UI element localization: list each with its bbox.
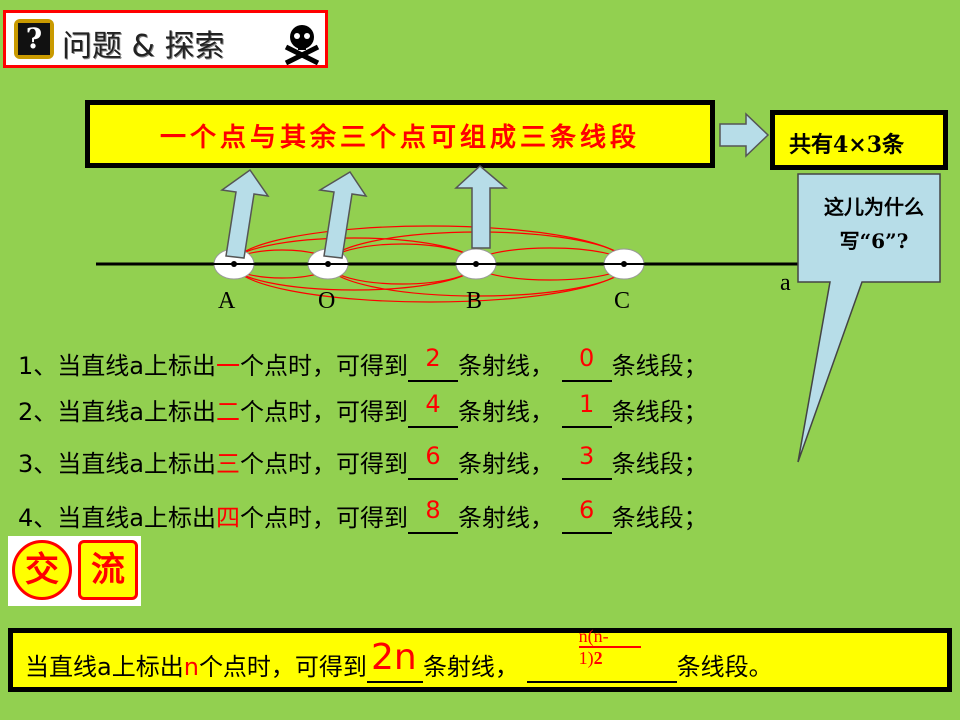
skull-crossbones-icon — [284, 25, 320, 65]
summary-segments-blank: n(n-1)2 — [526, 627, 677, 683]
exchange-char-2: 流 — [78, 540, 138, 600]
page-title: 问题 & 探索 — [62, 29, 225, 64]
point-label-b: B — [466, 288, 482, 314]
line-diagram: a A O B C — [96, 165, 860, 314]
speech-callout — [797, 173, 941, 463]
total-box: 共有4×3条 — [770, 110, 948, 170]
right-arrow-icon — [719, 112, 770, 158]
question-mark-icon: ? — [14, 19, 54, 59]
exchange-badge: 交 流 — [8, 536, 141, 606]
point-label-a: A — [218, 288, 236, 314]
title-box: ? 问题 & 探索 — [3, 10, 328, 68]
exchange-char-1: 交 — [12, 540, 72, 600]
segments-blank-4: 6 — [561, 496, 612, 534]
up-arrow-icon — [454, 165, 509, 249]
rays-blank-3: 6 — [408, 442, 458, 480]
total-text: 共有4×3条 — [789, 132, 905, 158]
callout-text: 这儿为什么写“6”? — [824, 195, 924, 253]
rays-blank-1: 2 — [408, 344, 458, 382]
segments-formula: n(n-1)2 — [578, 627, 649, 667]
up-arrow-icon — [317, 170, 368, 259]
segments-blank-3: 3 — [561, 442, 612, 480]
segments-blank-2: 1 — [561, 390, 612, 428]
up-arrows — [220, 165, 509, 259]
up-arrow-icon — [220, 168, 270, 259]
segments-blank-1: 0 — [561, 344, 612, 382]
point-label-o: O — [318, 288, 335, 314]
point-label-c: C — [614, 288, 630, 314]
banner-text: 一个点与其余三个点可组成三条线段 — [159, 123, 640, 153]
line-label: a — [780, 270, 791, 296]
statement-banner: 一个点与其余三个点可组成三条线段 — [85, 100, 715, 168]
rays-blank-4: 8 — [408, 496, 458, 534]
rays-blank-2: 4 — [408, 390, 458, 428]
summary-rays-blank: 2n — [366, 637, 423, 683]
